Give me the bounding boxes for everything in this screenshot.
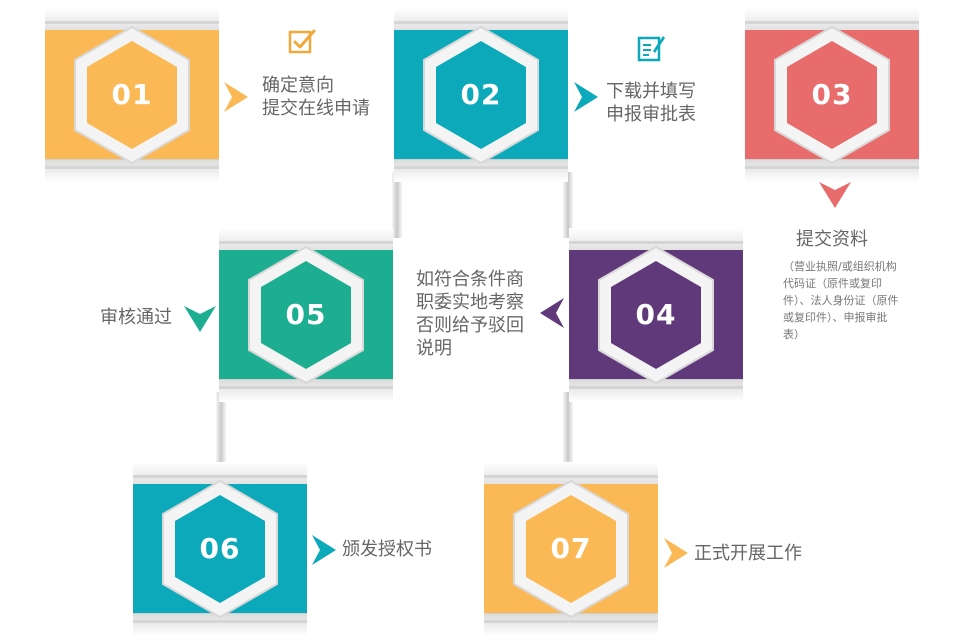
step-06-label: 颁发授权书 xyxy=(342,539,432,560)
step-04-label: 如符合条件商 职委实地考察 否则给予驳回 说明 xyxy=(416,268,524,360)
step-02-label: 下载并填写 申报审批表 xyxy=(606,80,696,126)
hexagon-badge-02 xyxy=(423,25,539,165)
step-01-label: 确定意向 提交在线申请 xyxy=(262,74,370,120)
step-01-number: 01 xyxy=(111,78,153,111)
connector-05-06 xyxy=(216,392,226,464)
arrow-06-right xyxy=(312,535,336,565)
step-04-label-line2: 职委实地考察 xyxy=(416,292,524,313)
step-07-number: 07 xyxy=(550,532,592,565)
step-05-number: 05 xyxy=(285,298,327,331)
checkbox-icon xyxy=(288,29,316,54)
step-01-card: 01 xyxy=(45,8,219,182)
step-04-card: 04 xyxy=(569,228,743,402)
arrow-02-right xyxy=(574,82,598,112)
arrow-01-right xyxy=(224,82,248,112)
hexagon-badge-04 xyxy=(598,245,714,385)
step-01-label-line2: 提交在线申请 xyxy=(262,98,370,119)
step-02-label-line2: 申报审批表 xyxy=(606,104,696,125)
step-04-number: 04 xyxy=(635,298,677,331)
step-07-label: 正式开展工作 xyxy=(694,543,802,564)
step-02-card: 02 xyxy=(394,8,568,182)
step-02-number: 02 xyxy=(460,78,502,111)
step-05-card: 05 xyxy=(219,228,393,402)
arrow-03-down xyxy=(819,182,851,208)
step-05-label: 审核通过 xyxy=(100,307,172,328)
step-04-label-line3: 否则给予驳回 xyxy=(416,315,524,336)
hexagon-badge-07 xyxy=(513,479,629,619)
step-07-card: 07 xyxy=(484,462,658,636)
connector-04-03 xyxy=(563,172,573,238)
hexagon-badge-05 xyxy=(248,245,364,385)
connector-04-07 xyxy=(563,392,573,464)
hexagon-badge-03 xyxy=(774,25,890,165)
step-03-note: （营业执照/或组织机构代码证（原件或复印件）、法人身份证（原件或复印件）、申报审… xyxy=(783,260,899,341)
connector-02-05 xyxy=(392,172,402,238)
form-edit-icon xyxy=(637,36,665,62)
arrow-07-right xyxy=(664,538,688,568)
step-06-number: 06 xyxy=(199,532,241,565)
step-06-card: 06 xyxy=(133,462,307,636)
step-01-label-line1: 确定意向 xyxy=(262,75,334,96)
hexagon-badge-01 xyxy=(74,25,190,165)
step-03-card: 03 xyxy=(745,8,919,182)
step-03-label: 提交资料 xyxy=(796,229,868,250)
step-04-label-line4: 说明 xyxy=(416,338,452,359)
hexagon-badge-06 xyxy=(162,479,278,619)
step-03-number: 03 xyxy=(811,78,853,111)
step-02-label-line1: 下载并填写 xyxy=(606,81,696,102)
arrow-05-down xyxy=(184,306,216,332)
step-04-label-line1: 如符合条件商 xyxy=(416,269,524,290)
arrow-04-left xyxy=(540,298,564,328)
